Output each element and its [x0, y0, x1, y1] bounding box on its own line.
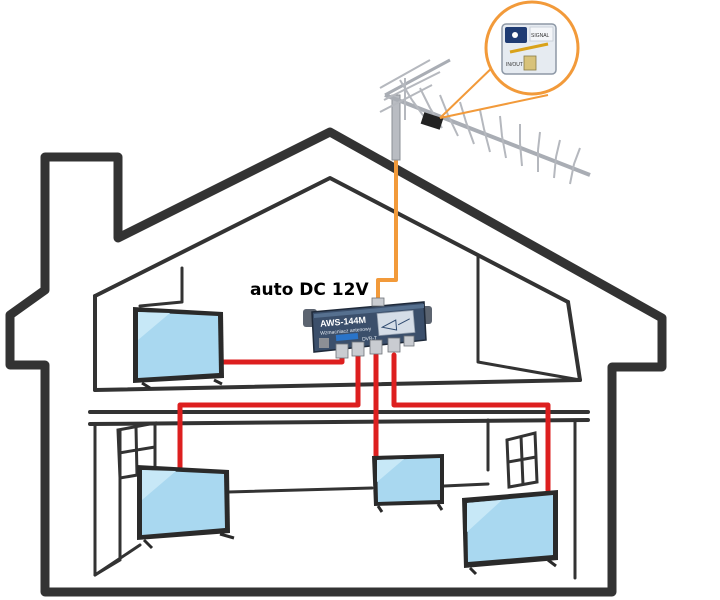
- callout-pointer: [439, 61, 549, 119]
- ground-floor-right-wall: [486, 418, 577, 580]
- tv-attic: [133, 307, 224, 390]
- amplifier-model-label: AWS-144M: [320, 315, 367, 329]
- tv-ground-center: [372, 454, 444, 513]
- antenna-preamp-module-icon: SIGNAL IN/OUT: [501, 23, 557, 75]
- ground-floor-left-wall: [93, 422, 122, 577]
- yagi-antenna-icon: [379, 58, 591, 185]
- window-icon: [505, 431, 539, 489]
- attic-back-lines: [138, 254, 582, 382]
- house-outer-wall: [5, 127, 667, 597]
- ground-floor-front-line: [93, 543, 142, 577]
- cable-to-right-tv: [391, 352, 551, 493]
- amplifier-subtitle: Wzmacniacz antenowy: [320, 326, 372, 336]
- attic-floor-front: [93, 378, 582, 392]
- tv-screen-icon: [138, 312, 219, 378]
- ground-floor-back-line: [226, 482, 490, 494]
- tv-screen-icon: [377, 458, 440, 502]
- preamp-callout: SIGNAL IN/OUT: [439, 0, 580, 119]
- output-connectors: [335, 335, 415, 359]
- tv-ground-right: [462, 490, 558, 576]
- attic-inner-roof: [93, 176, 570, 304]
- svg-text:SIGNAL: SIGNAL: [531, 33, 550, 39]
- power-supply-label: auto DC 12V: [250, 280, 369, 300]
- svg-text:IN/OUT: IN/OUT: [506, 62, 523, 68]
- amplifier-badge: DVB-T: [362, 335, 377, 342]
- preamp-block: [420, 112, 444, 130]
- amplifier-splitter-icon: AWS-144M Wzmacniacz antenowy DVB-T: [303, 297, 432, 359]
- tv-screen-icon: [142, 470, 225, 535]
- house-outline: [5, 127, 667, 597]
- cable-to-left-tv: [177, 352, 361, 471]
- tv-ground-left: [137, 465, 235, 550]
- attic-right-wall: [566, 300, 582, 382]
- cable-to-attic-tv: [219, 352, 345, 365]
- coax-cable-orange: [376, 156, 398, 302]
- floor-separator: [88, 410, 590, 426]
